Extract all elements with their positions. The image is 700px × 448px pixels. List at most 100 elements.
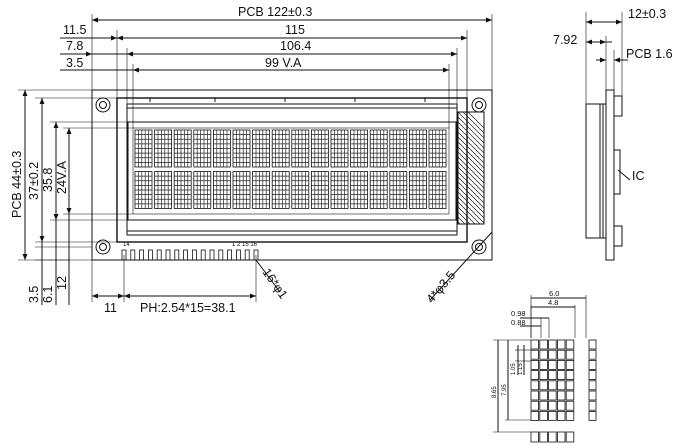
dim-dot-size: 0.88	[511, 318, 526, 327]
lcd-character-cell	[389, 129, 408, 168]
view-area	[127, 121, 457, 221]
detail-dot	[565, 400, 575, 411]
dim-offset-3-5: 3.5	[27, 286, 41, 303]
detail-dot	[548, 339, 557, 350]
dim-dot-height: 1.15	[518, 363, 524, 375]
detail-dot	[548, 359, 557, 370]
lcd-character-cell	[291, 129, 310, 168]
hatch-line	[457, 136, 485, 164]
detail-dot	[548, 400, 557, 411]
lcd-character-cell	[232, 171, 251, 209]
detail-dot	[548, 410, 557, 421]
lcd-character-cell	[154, 129, 173, 168]
bottom-dimensions: 11 PH:2.54*15=38.1 16*φ1 4*φ3.5	[91, 231, 493, 315]
detail-dot	[530, 390, 539, 401]
detail-dot-next	[588, 349, 597, 360]
hatch-line	[457, 206, 476, 225]
detail-dot-next	[588, 339, 597, 350]
dim-offset-12: 12	[55, 276, 69, 290]
dim-pcb-height: PCB 44±0.3	[10, 151, 24, 218]
lcd-character-cell	[252, 129, 271, 168]
dim-offset-6-1: 6.1	[41, 286, 55, 303]
lcd-character-cell	[389, 171, 408, 209]
mounting-hole-tl	[95, 97, 111, 113]
lcd-character-cell	[330, 171, 349, 209]
dim-side-pcb: PCB 1.6	[626, 47, 673, 61]
lcd-character-cell	[428, 129, 447, 168]
detail-dot	[557, 349, 566, 360]
pin	[174, 249, 180, 261]
lcd-character-cell	[134, 171, 153, 209]
detail-cursor-dot	[539, 431, 548, 443]
dim-side-bezel: 7.92	[553, 33, 577, 47]
detail-dot	[557, 380, 566, 391]
detail-dot	[539, 349, 548, 360]
dim-va-width: 99 V.A	[265, 56, 302, 70]
dim-offset-va: 3.5	[66, 56, 83, 70]
detail-dot	[539, 400, 548, 411]
detail-dot	[530, 339, 539, 350]
detail-cursor-dot	[565, 431, 575, 443]
pin	[218, 249, 224, 261]
detail-dot	[557, 339, 566, 350]
detail-dot	[539, 410, 548, 421]
detail-dot	[548, 349, 557, 360]
dim-pcb-width: PCB 122±0.3	[238, 5, 312, 19]
pin-label-first: 14	[123, 242, 130, 248]
dim-bezel-height: 37±0.2	[27, 162, 41, 200]
lcd-character-cell	[408, 171, 427, 209]
dim-dot-height-pitch: 1.05	[511, 363, 517, 375]
hatch-line	[457, 216, 466, 225]
hatch-line	[457, 111, 485, 139]
detail-dot	[565, 359, 575, 370]
lcd-character-cell	[291, 171, 310, 209]
lcd-character-cell	[428, 171, 447, 209]
dim-pin-offset: 11	[104, 301, 117, 315]
dim-char-height: 8.65	[492, 386, 498, 398]
detail-dot	[565, 390, 575, 401]
detail-dot	[530, 400, 539, 411]
pin	[235, 249, 241, 261]
pin	[183, 249, 189, 261]
detail-dot	[539, 390, 548, 401]
lcd-character-cell	[193, 171, 212, 209]
pcb-outline	[91, 89, 493, 261]
hatch-line	[457, 156, 485, 184]
detail-dot	[548, 380, 557, 391]
lcd-character-cell	[310, 129, 329, 168]
pin	[227, 249, 233, 261]
top-dimensions: PCB 122±0.3 115 106.4 99 V.A 11.5 7.8 3.…	[60, 5, 493, 128]
detail-dot	[530, 359, 539, 370]
detail-dot	[565, 380, 575, 391]
character-grid	[134, 129, 447, 209]
pin	[244, 249, 250, 261]
pin-label-last: 1 2 15 16	[232, 242, 258, 248]
hatch-line	[457, 146, 485, 174]
detail-dot	[530, 380, 539, 391]
detail-dot	[565, 410, 575, 421]
lcd-character-cell	[408, 129, 427, 168]
lcd-character-cell	[369, 171, 388, 209]
detail-dot-next	[588, 410, 597, 421]
side-view: IC 12±0.3 7.92 PCB 1.6	[553, 7, 673, 261]
hatch-line	[457, 131, 485, 159]
dim-pin-hole: 16*φ1	[260, 266, 291, 302]
lcd-character-cell	[212, 129, 231, 168]
detail-dot	[565, 370, 575, 381]
left-dimensions: PCB 44±0.3 37±0.2 35.8 24V.A 3.5 6.1 12	[10, 89, 133, 305]
detail-dot-next	[588, 400, 597, 411]
lcd-character-cell	[271, 129, 290, 168]
pin-row	[121, 249, 259, 261]
hatch-line	[467, 111, 485, 129]
detail-dot	[565, 349, 575, 360]
detail-dot	[539, 359, 548, 370]
mounting-hole-br	[471, 239, 487, 255]
hatch-line	[457, 211, 471, 225]
hatch-line	[457, 181, 485, 209]
lcd-character-cell	[232, 129, 251, 168]
hatch-line	[457, 221, 461, 225]
lcd-character-cell	[173, 171, 192, 209]
hatch-line	[457, 176, 485, 204]
detail-cursor-dot	[530, 431, 539, 443]
